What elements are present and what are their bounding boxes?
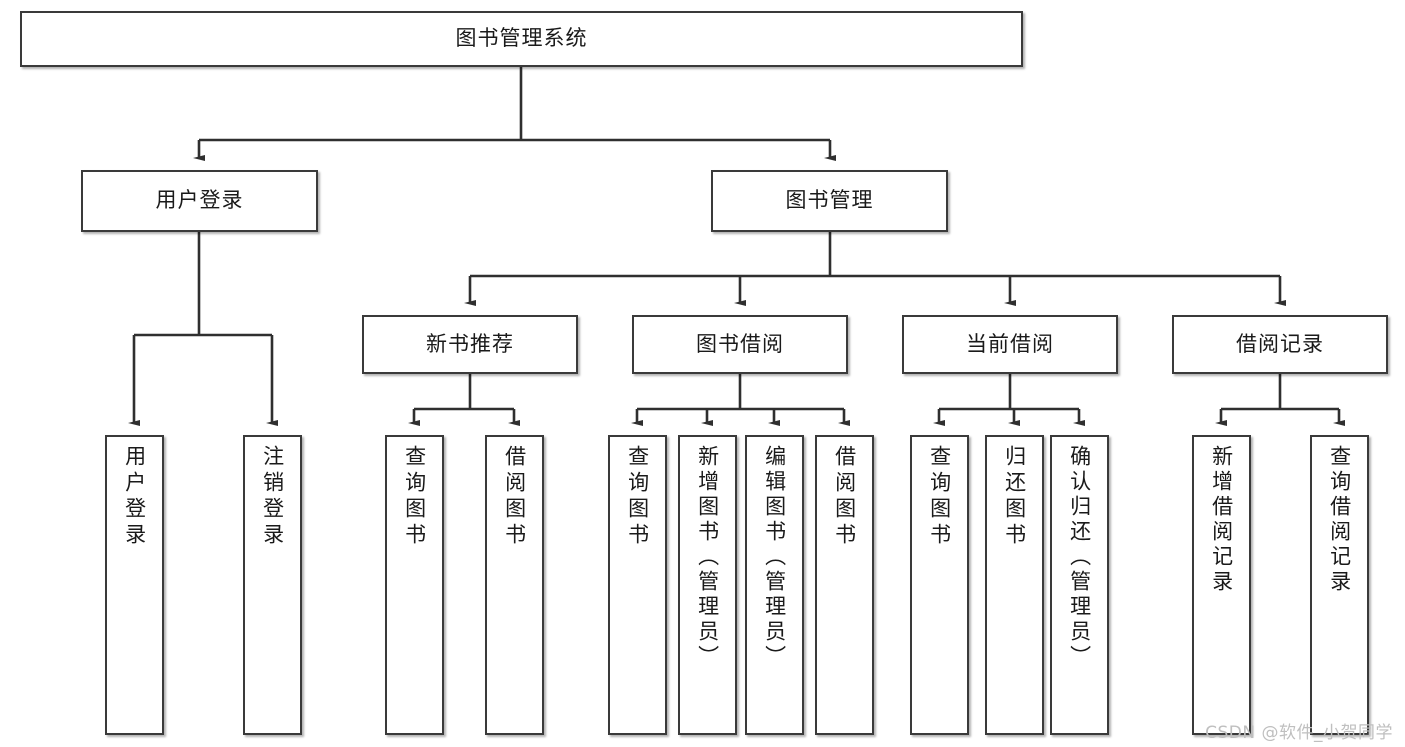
leaf-node[interactable]: 注销登录	[243, 435, 302, 735]
leaf-label: 确认归还（管理员）	[1067, 445, 1092, 670]
leaf-node[interactable]: 查询图书	[608, 435, 667, 735]
leaf-node[interactable]: 查询图书	[910, 435, 969, 735]
leaf-node[interactable]: 借阅图书	[485, 435, 544, 735]
node-user-login[interactable]: 用户登录	[81, 170, 318, 232]
leaf-label: 查询图书	[625, 445, 650, 549]
node-root[interactable]: 图书管理系统	[20, 11, 1023, 67]
leaf-label: 归还图书	[1002, 445, 1027, 549]
leaf-label: 注销登录	[260, 445, 285, 549]
leaf-label: 借阅图书	[832, 445, 857, 549]
leaf-node[interactable]: 借阅图书	[815, 435, 874, 735]
node-book-borrow[interactable]: 图书借阅	[632, 315, 848, 374]
leaf-label: 查询图书	[402, 445, 427, 549]
leaf-label: 新增借阅记录	[1209, 445, 1234, 595]
node-book-management[interactable]: 图书管理	[711, 170, 948, 232]
node-borrow-record[interactable]: 借阅记录	[1172, 315, 1388, 374]
csdn-watermark: CSDN @软件_小贺同学	[1205, 723, 1393, 743]
leaf-node[interactable]: 确认归还（管理员）	[1050, 435, 1109, 735]
leaf-label: 借阅图书	[502, 445, 527, 549]
leaf-node[interactable]: 归还图书	[985, 435, 1044, 735]
leaf-label: 用户登录	[122, 445, 147, 549]
leaf-label: 查询借阅记录	[1327, 445, 1352, 595]
leaf-node[interactable]: 查询借阅记录	[1310, 435, 1369, 735]
leaf-label: 新增图书（管理员）	[695, 445, 720, 670]
leaf-node[interactable]: 用户登录	[105, 435, 164, 735]
leaf-label: 编辑图书（管理员）	[762, 445, 787, 670]
leaf-node[interactable]: 新增借阅记录	[1192, 435, 1251, 735]
leaf-label: 查询图书	[927, 445, 952, 549]
leaf-node[interactable]: 新增图书（管理员）	[678, 435, 737, 735]
leaf-node[interactable]: 查询图书	[385, 435, 444, 735]
leaf-node[interactable]: 编辑图书（管理员）	[745, 435, 804, 735]
node-current-borrow[interactable]: 当前借阅	[902, 315, 1118, 374]
node-new-book-recommend[interactable]: 新书推荐	[362, 315, 578, 374]
